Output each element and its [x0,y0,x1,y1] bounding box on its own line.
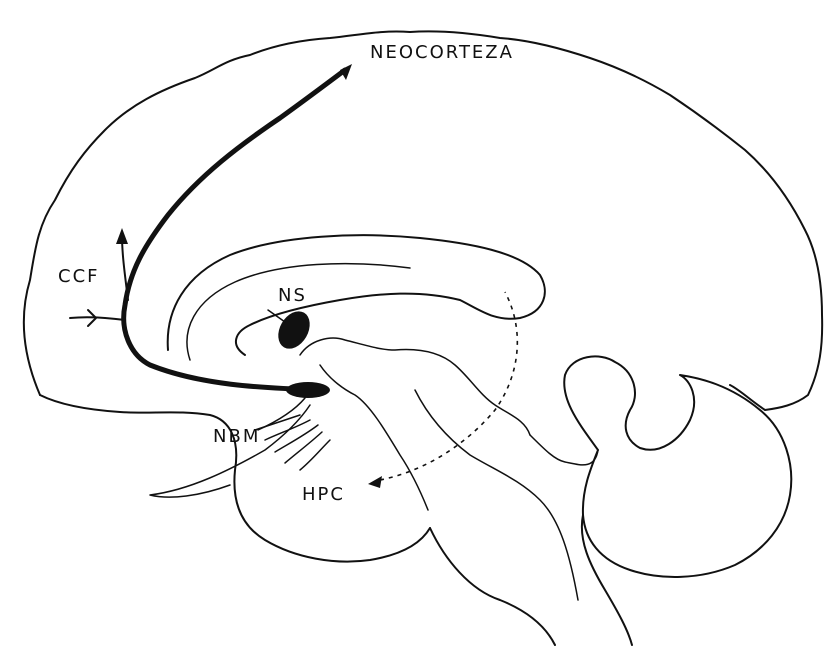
corpus-callosum [168,235,545,355]
label-nbm: NBM [213,426,260,447]
neocortex-arrow [340,64,352,80]
cortex-outline [24,31,822,410]
hpc-arrow [368,476,382,488]
label-hpc: HPC [302,484,345,505]
label-ccf: CCF [58,266,100,287]
brainstem-outline [430,528,555,645]
pons-inner [530,435,598,465]
temporal-fibers [150,405,310,497]
hpc-dashed-pathway [380,292,517,480]
nbm-nucleus [286,382,330,398]
ccf-branch-left [70,317,125,320]
ccf-arrow-up [116,228,128,244]
ccf-branch-up [122,235,128,300]
temporal-lobe-outline [40,395,430,562]
label-ns: NS [278,285,307,306]
label-neocorteza: NEOCORTEZA [370,42,514,63]
thalamus-outline [300,338,530,435]
cholinergic-pathway [124,70,345,390]
brainstem-inner [415,390,578,600]
cerebellum-outline [564,356,791,577]
hypothalamic-fibers [255,415,330,470]
ns-nucleus [272,306,316,355]
brainstem-posterior [582,515,632,645]
